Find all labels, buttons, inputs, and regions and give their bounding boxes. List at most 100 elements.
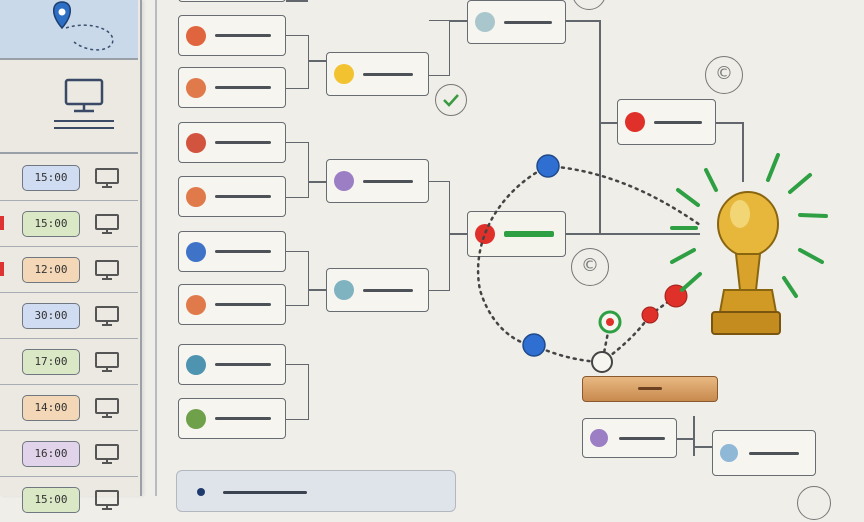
team-slot[interactable]: [178, 15, 286, 56]
bracket-connector: [716, 122, 743, 124]
schedule-row[interactable]: 16:00: [0, 432, 138, 477]
monitor-icon[interactable]: [94, 443, 122, 465]
checkmark-icon-glyph: [443, 94, 459, 107]
team-name-placeholder: [363, 288, 413, 292]
copyright-icon[interactable]: ©: [571, 248, 609, 286]
team-slot[interactable]: [326, 268, 429, 312]
bracket-connector: [286, 251, 309, 306]
path-node[interactable]: [641, 306, 659, 324]
team-name-placeholder: [619, 436, 665, 440]
team-dot: [720, 444, 738, 462]
team-slot[interactable]: [178, 231, 286, 272]
path-node[interactable]: [591, 351, 613, 373]
team-dot: [625, 112, 645, 132]
bracket-connector: [429, 20, 450, 76]
team-slot[interactable]: [178, 122, 286, 163]
path-node[interactable]: [536, 154, 560, 178]
team-slot[interactable]: [178, 67, 286, 108]
monitor-icon[interactable]: [94, 167, 122, 189]
time-badge: 12:00: [22, 257, 80, 283]
time-badge: 14:00: [22, 395, 80, 421]
team-dot: [186, 132, 206, 153]
team-slot[interactable]: [467, 0, 566, 44]
monitor-icon[interactable]: [94, 259, 122, 281]
bracket-connector: [693, 446, 712, 448]
team-dot: [186, 354, 206, 375]
schedule-sidebar: 15:00 15:00 12:00 30:00 17:00 14:00 16:0…: [0, 0, 142, 513]
match-path-overlay: [476, 154, 702, 373]
team-name-placeholder: [215, 141, 271, 144]
bracket-connector: [566, 20, 600, 22]
bracket-connector: [566, 233, 700, 235]
team-slot[interactable]: [326, 159, 429, 203]
team-name-placeholder: [654, 120, 702, 124]
bracket-connector: [449, 20, 467, 22]
team-name-placeholder: [215, 86, 271, 89]
team-dot: [186, 241, 206, 262]
bracket-connector: [449, 233, 467, 235]
bracket-connector: [286, 142, 309, 198]
bracket-connector: [677, 438, 694, 440]
monitor-icon[interactable]: [94, 397, 122, 419]
team-dot: [334, 64, 354, 84]
schedule-row[interactable]: 30:00: [0, 294, 138, 339]
bracket-connector: [693, 416, 695, 456]
team-slot-highlight[interactable]: [467, 211, 566, 257]
team-dot: [186, 294, 206, 315]
team-slot[interactable]: [178, 344, 286, 385]
team-slot[interactable]: [178, 176, 286, 217]
trophy-icon[interactable]: [0, 0, 864, 496]
team-dot: [475, 224, 495, 244]
team-dot: [475, 12, 495, 32]
pedestal: [582, 376, 718, 402]
time-badge: 15:00: [22, 165, 80, 191]
schedule-row[interactable]: 17:00: [0, 340, 138, 385]
monitor-icon[interactable]: [94, 351, 122, 373]
path-node-core: [606, 318, 614, 326]
team-name-placeholder: [215, 417, 271, 420]
trophy-glow-rays: [670, 153, 828, 298]
time-badge: 15:00: [22, 211, 80, 237]
bracket-connector: [308, 181, 326, 183]
monitor-icon[interactable]: [0, 58, 138, 152]
team-slot[interactable]: [178, 284, 286, 325]
team-slot[interactable]: [582, 418, 677, 458]
team-slot[interactable]: [617, 99, 716, 145]
panel-indicator-icon: [197, 488, 205, 496]
bracket-connector: [286, 35, 309, 89]
bracket-connector: [599, 122, 617, 124]
team-dot: [590, 429, 608, 447]
time-badge: 16:00: [22, 441, 80, 467]
monitor-icon[interactable]: [94, 213, 122, 235]
path-node[interactable]: [522, 333, 546, 357]
team-name-placeholder: [504, 231, 554, 237]
team-name-placeholder: [215, 303, 271, 306]
team-name-placeholder: [363, 72, 413, 76]
bracket-connector: [286, 0, 308, 2]
team-slot[interactable]: [326, 52, 429, 96]
schedule-row[interactable]: 15:00: [0, 202, 138, 247]
team-name-placeholder: [749, 451, 799, 455]
checkmark-icon[interactable]: [435, 84, 467, 116]
copyright-icon[interactable]: ©: [705, 56, 743, 94]
team-dot: [186, 25, 206, 46]
bracket-connector: [308, 60, 326, 62]
row-marker: [0, 262, 4, 276]
team-name-placeholder: [215, 250, 271, 253]
team-name-placeholder: [363, 179, 413, 183]
time-badge: 17:00: [22, 349, 80, 375]
monitor-section: [0, 58, 138, 154]
team-slot[interactable]: [712, 430, 816, 476]
map-tile[interactable]: [0, 0, 138, 60]
panel-text-placeholder: [223, 491, 307, 494]
schedule-row[interactable]: 14:00: [0, 386, 138, 431]
team-slot[interactable]: [178, 398, 286, 439]
bracket-connector: [429, 181, 450, 291]
monitor-icon[interactable]: [94, 305, 122, 327]
time-badge: 30:00: [22, 303, 80, 329]
bottom-panel[interactable]: [176, 470, 456, 512]
bracket-connector: [742, 122, 744, 182]
panel-divider: [155, 0, 157, 496]
schedule-row[interactable]: 12:00: [0, 248, 138, 293]
schedule-row[interactable]: 15:00: [0, 156, 138, 201]
